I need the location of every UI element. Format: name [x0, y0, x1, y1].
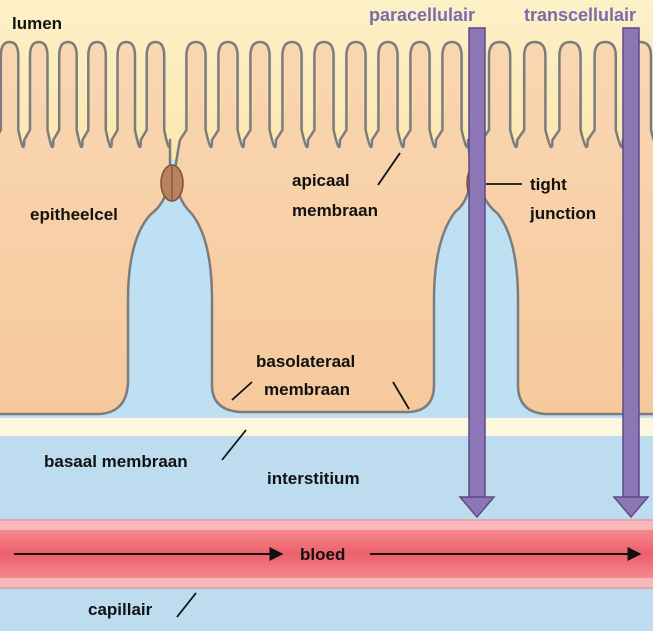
basal-leader-line: [221, 429, 247, 461]
epithelial-cells: [0, 40, 653, 416]
capillary-wall-top: [0, 520, 653, 530]
basolateral-leader-right: [392, 381, 410, 410]
epithelial-cell-right: [476, 40, 653, 416]
apical-membrane-label-line2: membraan: [292, 201, 378, 220]
interstitium-region: [0, 436, 653, 520]
basolateral-leader-left: [231, 381, 253, 401]
capillary-wall-bottom: [0, 578, 653, 588]
tight-junction-label-line2: junction: [529, 204, 596, 223]
apical-leader-line: [377, 152, 401, 186]
capillary-leader-line: [176, 592, 197, 618]
lumen-label: lumen: [12, 14, 62, 33]
transcellular-label: transcellulair: [524, 5, 636, 25]
apical-membrane-label-line1: apicaal: [292, 171, 350, 190]
basolateral-membrane-label-line1: basolateraal: [256, 352, 355, 371]
paracellular-label: paracellulair: [369, 5, 475, 25]
interstitium-label: interstitium: [267, 469, 360, 488]
blood-label: bloed: [300, 545, 345, 564]
tight-junction-label-line1: tight: [530, 175, 567, 194]
transcellular-arrow: [612, 27, 650, 519]
epithelial-cell-label: epitheelcel: [30, 205, 118, 224]
basal-membrane-layer: [0, 418, 653, 436]
basal-membrane-label: basaal membraan: [44, 452, 188, 471]
capillary-label: capillair: [88, 600, 153, 619]
epithelial-cell-left: [0, 40, 172, 416]
paracellular-arrow: [458, 27, 496, 519]
basolateral-membrane-label-line2: membraan: [264, 380, 350, 399]
